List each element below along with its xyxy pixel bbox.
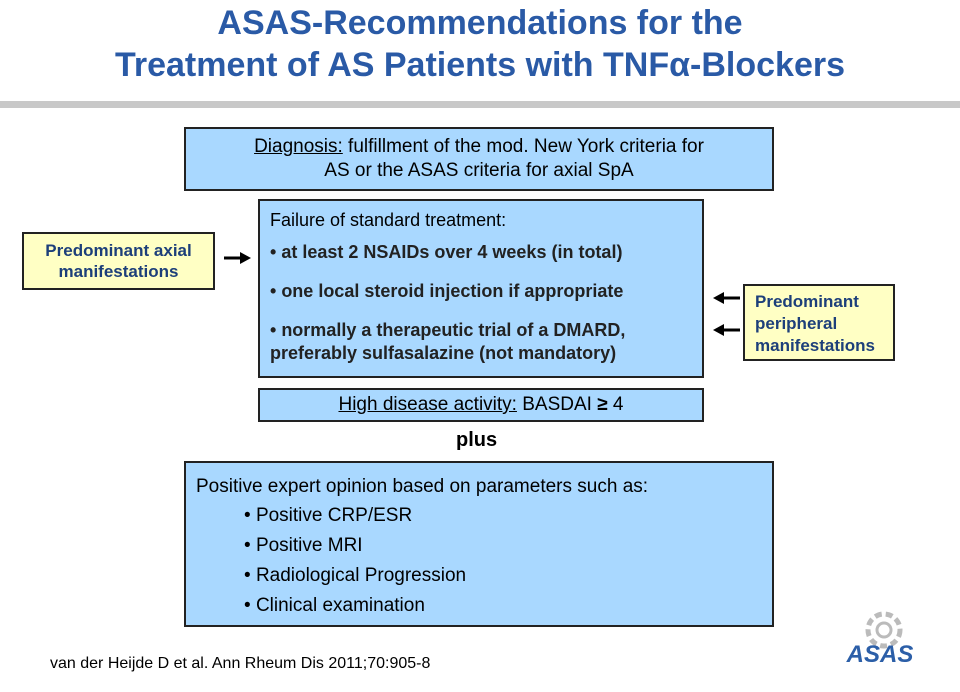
failure-item: • at least 2 NSAIDs over 4 weeks (in tot… [270, 242, 623, 262]
title-line-2: Treatment of AS Patients with TNFα-Block… [114, 46, 845, 84]
alpha-symbol: α [669, 46, 691, 84]
expert-opinion-box: Positive expert opinion based on paramet… [184, 461, 774, 627]
citation: van der Heijde D et al. Ann Rheum Dis 20… [50, 655, 431, 672]
diagnosis-box: Diagnosis: fulfillment of the mod. New Y… [184, 127, 774, 191]
plus-label: plus [456, 429, 498, 451]
asas-logo-icon: ASAS [846, 611, 914, 668]
right-arrow-icon [224, 252, 251, 264]
expert-item: • Positive CRP/ESR [244, 505, 413, 526]
activity-label: High disease activity: [338, 394, 517, 415]
peripheral-manifestations-box: Predominant peripheral manifestations [743, 284, 895, 361]
slide-title: ASAS-Recommendations for the Treatment o… [0, 2, 960, 86]
expert-item: • Radiological Progression [244, 565, 467, 586]
disease-activity-box: High disease activity: BASDAI ≥ 4 [258, 388, 704, 422]
expert-heading: Positive expert opinion based on paramet… [196, 476, 649, 497]
diagnosis-label: Diagnosis: [254, 136, 343, 157]
failure-heading: Failure of standard treatment: [270, 210, 507, 230]
title-line-1: ASAS-Recommendations for the [217, 4, 743, 42]
expert-item: • Positive MRI [244, 535, 363, 556]
failure-item: • one local steroid injection if appropr… [270, 281, 624, 301]
left-arrow-icon [713, 324, 740, 336]
failure-item: • normally a therapeutic trial of a DMAR… [270, 320, 626, 363]
axial-manifestations-box: Predominant axial manifestations [22, 232, 215, 290]
expert-item: • Clinical examination [244, 595, 425, 616]
greater-equal-symbol: ≥ [597, 394, 608, 415]
title-divider [0, 101, 960, 108]
logo-text: ASAS [846, 641, 914, 668]
left-arrow-icon [713, 292, 740, 304]
failure-of-standard-treatment-box: Failure of standard treatment: • at leas… [258, 199, 704, 378]
